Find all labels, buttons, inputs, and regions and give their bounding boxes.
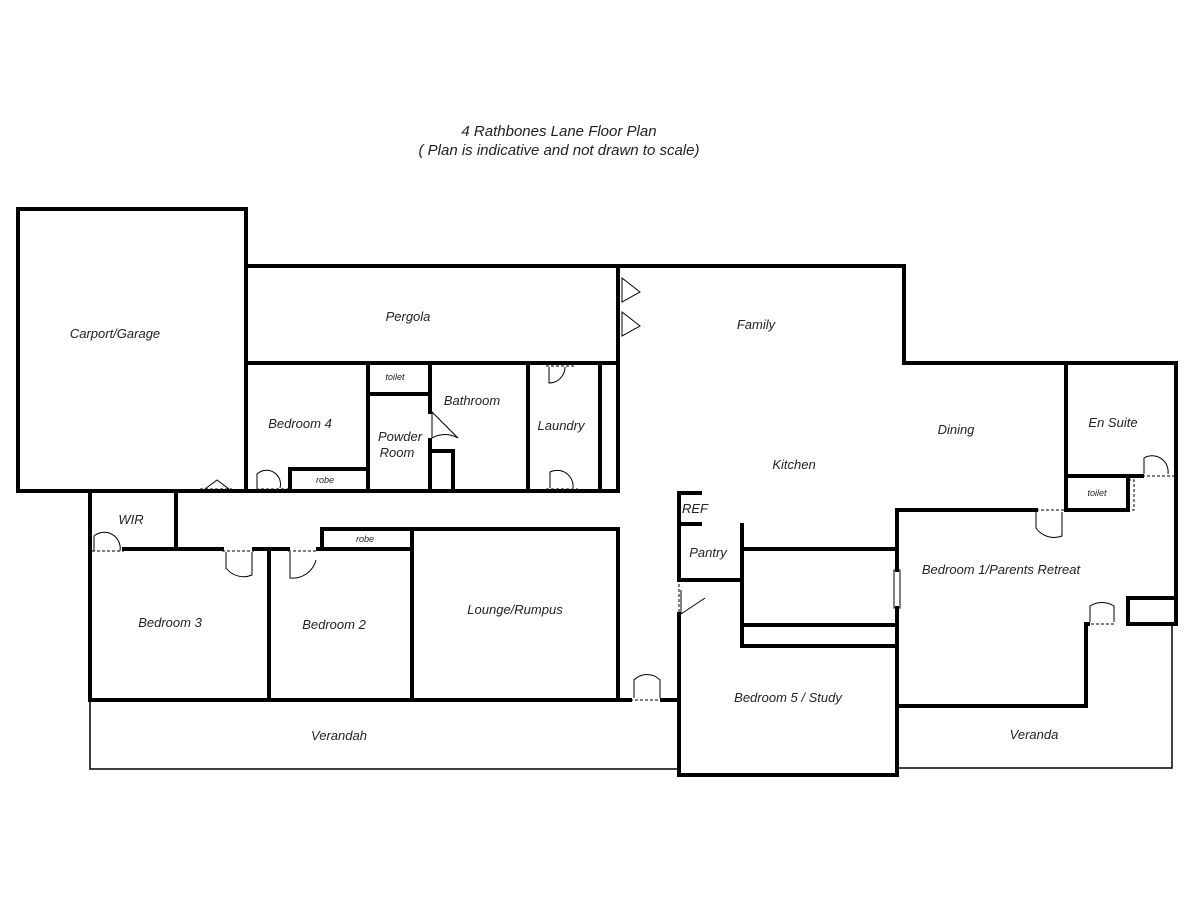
door-bedroom1-closet <box>1089 602 1115 622</box>
label-carport: Carport/Garage <box>70 326 160 341</box>
label-robe1: robe <box>316 475 334 485</box>
label-ref: REF <box>682 501 709 516</box>
label-veranda: Veranda <box>1010 727 1059 742</box>
label-robe2: robe <box>356 534 374 544</box>
pantry-ref-wall <box>677 491 744 582</box>
label-bedroom5: Bedroom 5 / Study <box>734 690 843 705</box>
plan-title: 4 Rathbones Lane Floor Plan <box>461 123 657 140</box>
door-carport <box>204 479 230 490</box>
bedroom1-closet <box>1126 596 1178 626</box>
door-lounge <box>633 674 661 698</box>
label-family: Family <box>737 317 777 332</box>
veranda-outline <box>897 624 1173 769</box>
label-bedroom1: Bedroom 1/Parents Retreat <box>922 562 1082 577</box>
label-bathroom: Bathroom <box>444 393 501 408</box>
robe2-wall <box>320 527 414 551</box>
door-bedroom1 <box>1035 512 1063 538</box>
plan-title-block: 4 Rathbones Lane Floor Plan ( Plan is in… <box>0 122 1118 160</box>
door-bedroom1-sliding <box>893 569 901 609</box>
door-pantry <box>680 590 706 615</box>
bedroom5-bottom-wall <box>677 644 899 777</box>
label-bedroom4: Bedroom 4 <box>268 416 332 431</box>
plan-subtitle: ( Plan is indicative and not drawn to sc… <box>418 142 700 159</box>
label-bedroom3: Bedroom 3 <box>138 615 202 630</box>
label-toilet2: toilet <box>1087 488 1107 498</box>
door-bedroom3 <box>225 552 253 578</box>
carport-walls <box>16 207 248 493</box>
door-family-1 <box>617 272 641 304</box>
label-kitchen: Kitchen <box>772 457 815 472</box>
label-lounge: Lounge/Rumpus <box>467 602 563 617</box>
label-bedroom2: Bedroom 2 <box>302 617 366 632</box>
door-toilet2 <box>1127 479 1135 511</box>
door-laundry-bottom <box>549 469 574 489</box>
label-powder-line1: Powder <box>378 429 423 444</box>
door-laundry-top <box>548 366 566 384</box>
door-wir <box>93 531 121 552</box>
door-bathroom <box>431 410 459 439</box>
door-family-2 <box>617 310 641 338</box>
label-wir: WIR <box>118 512 143 527</box>
powder-closet-wall <box>428 449 455 493</box>
verandah-outline <box>89 700 678 770</box>
label-pergola: Pergola <box>386 309 431 324</box>
door-bedroom2 <box>289 552 317 579</box>
label-ensuite: En Suite <box>1088 415 1137 430</box>
lounge-walls <box>410 527 620 702</box>
bedroom1-bottom-wall <box>895 622 1088 708</box>
door-bedroom4 <box>256 469 281 489</box>
label-powder-line2: Room <box>380 445 415 460</box>
label-dining: Dining <box>938 422 976 437</box>
door-ensuite <box>1143 455 1169 475</box>
label-verandah: Verandah <box>311 728 367 743</box>
label-toilet1: toilet <box>385 372 405 382</box>
label-laundry: Laundry <box>538 418 586 433</box>
label-pantry: Pantry <box>689 545 728 560</box>
